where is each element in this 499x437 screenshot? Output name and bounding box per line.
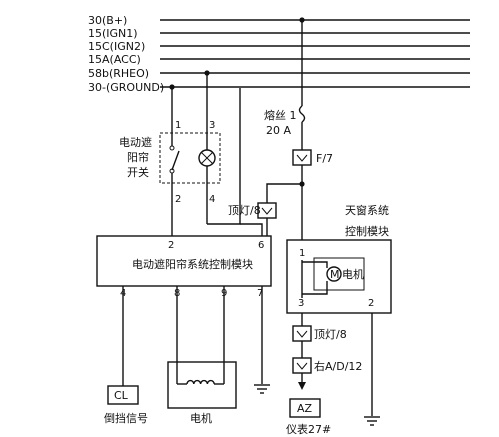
switch-label-line-1: 电动遮 (119, 135, 152, 149)
connector-right-label: 右A/D/12 (314, 359, 362, 373)
connector-right: 右A/D/12 (292, 357, 362, 374)
bus-labels: 30(B+) 15(IGN1) 15C(IGN2) 15A(ACC) 58b(R… (88, 14, 164, 94)
lamp-cross (201, 152, 213, 164)
sunshade-switch: 电动遮 阳帘 开关 1 3 2 4 (119, 73, 221, 236)
fuse-rating: 20 A (266, 124, 291, 137)
switch-pin-2: 2 (175, 194, 181, 205)
motor-caption: 电机 (190, 411, 212, 425)
bus-label-5: 58b(RHEO) (88, 67, 149, 80)
connector-arrow-icon (296, 362, 308, 370)
motor-icon (326, 266, 342, 282)
switch-pin-1: 1 (175, 120, 181, 131)
switch-contact (169, 145, 175, 151)
sunroof-control-module: 天窗系统 控制模块 1 3 2 M 电机 (286, 203, 392, 314)
connector-f7-box (292, 149, 312, 166)
power-bus (160, 19, 470, 88)
switch-pin-4: 4 (209, 194, 215, 205)
motor-symbol: M (330, 268, 340, 281)
wire (266, 183, 302, 203)
module-pin-bottom-7: 7 (257, 288, 263, 299)
instrument-connector: AZ 仪表27# (286, 398, 331, 436)
bus-label-1: 30(B+) (88, 14, 127, 27)
bus-label-6: 30-(GROUND) (88, 81, 164, 94)
connector-arrow-icon (296, 330, 308, 338)
switch-label-line-2: 阳帘 (127, 150, 149, 164)
switch-pin-3: 3 (209, 120, 215, 131)
az-caption: 仪表27# (286, 422, 331, 436)
switch-blade (171, 150, 180, 171)
fuse-label: 熔丝 1 (264, 108, 297, 122)
motor-coil-icon (186, 379, 215, 385)
ground-icon (364, 416, 380, 426)
cl-box-label: CL (114, 389, 129, 402)
connector-dome-lower-label: 顶灯/8 (314, 328, 347, 341)
fuse-icon (298, 105, 306, 123)
module-box (96, 235, 272, 287)
wire (302, 261, 328, 268)
sunroof-title-line-1: 天窗系统 (345, 203, 389, 217)
arrow-down-icon (298, 382, 306, 390)
connector-arrow-icon (296, 154, 308, 162)
sunroof-pin-3: 3 (298, 298, 304, 309)
az-box-label: AZ (297, 402, 313, 415)
module-label: 电动遮阳帘系统控制模块 (132, 257, 253, 271)
bus-label-2: 15(IGN1) (88, 27, 138, 40)
connector-right-box (292, 357, 312, 374)
ground-icon (254, 384, 270, 394)
wire (302, 281, 328, 295)
connector-dome-lower: 顶灯/8 (292, 325, 347, 342)
connector-arrow-icon (261, 207, 273, 215)
sunroof-pin-1: 1 (299, 248, 305, 259)
sunroof-title-line-2: 控制模块 (345, 224, 389, 238)
bus-label-4: 15A(ACC) (88, 53, 141, 66)
sunshade-motor: 电机 (167, 361, 237, 425)
sunroof-motor-label: 电机 (342, 267, 364, 281)
connector-dome-upper: 顶灯/8 (228, 202, 277, 219)
bus-label-3: 15C(IGN2) (88, 40, 145, 53)
switch-dashed-box (159, 132, 221, 184)
connector-dome-upper-label: 顶灯/8 (228, 204, 261, 217)
connector-dome-upper-box (257, 202, 277, 219)
connector-f7-label: F/7 (316, 152, 333, 165)
connector-f7: F/7 (292, 149, 333, 166)
module-pin-top-6: 6 (258, 240, 264, 251)
az-box (289, 398, 321, 418)
cl-box (107, 385, 139, 405)
switch-label-line-3: 开关 (127, 165, 149, 179)
cl-caption: 倒挡信号 (104, 411, 148, 425)
sunroof-module-box (286, 239, 392, 314)
wire (240, 223, 263, 236)
sunroof-pin-2: 2 (368, 298, 374, 309)
sunroof-motor-frame (313, 257, 365, 291)
connector-dome-lower-box (292, 325, 312, 342)
module-pin-top-2: 2 (168, 240, 174, 251)
reverse-signal-connector: CL 倒挡信号 (104, 385, 148, 425)
motor-box (167, 361, 237, 409)
